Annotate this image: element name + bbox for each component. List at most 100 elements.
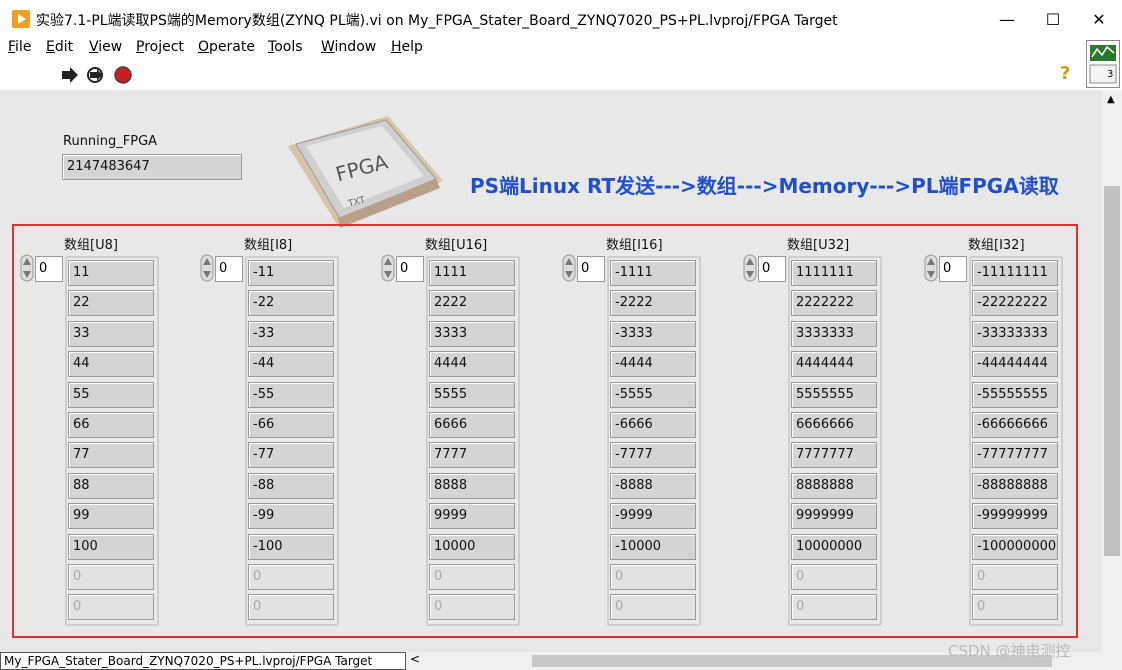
array-element: -22 xyxy=(248,290,334,317)
array-element: 66 xyxy=(68,412,154,438)
abort-stop-icon[interactable] xyxy=(113,65,133,85)
array-index-input[interactable]: 0 xyxy=(939,256,967,282)
vi-icon-label: 3 xyxy=(1107,69,1114,80)
menu-view[interactable]: View xyxy=(89,39,123,55)
context-help-icon[interactable]: ? xyxy=(1060,63,1071,84)
array-element: 10000000 xyxy=(791,533,877,560)
index-spinner-icon[interactable] xyxy=(20,254,34,282)
array-element: 0 xyxy=(68,594,154,621)
index-spinner-icon[interactable] xyxy=(562,254,576,282)
array-element: -55 xyxy=(248,381,334,408)
array-index-input[interactable]: 0 xyxy=(396,256,424,282)
menu-operate[interactable]: Operate xyxy=(198,39,255,55)
array-label: 数组[I32] xyxy=(968,238,1025,253)
array-label: 数组[I8] xyxy=(244,238,293,253)
array-index-input[interactable]: 0 xyxy=(35,256,63,282)
array-element: 9999 xyxy=(429,503,515,530)
array-element: 99 xyxy=(68,503,154,530)
menu-bar: File Edit View Project Operate Tools Win… xyxy=(0,38,1122,60)
array-element: -66 xyxy=(248,412,334,438)
scroll-up-icon[interactable]: ▲ xyxy=(1107,94,1115,105)
array-index-input[interactable]: 0 xyxy=(577,256,605,282)
menu-edit[interactable]: Edit xyxy=(46,39,74,55)
array-element: -33 xyxy=(248,320,334,347)
array-element: 3333 xyxy=(429,320,515,347)
array-element: 0 xyxy=(791,594,877,621)
array-element: 4444 xyxy=(429,351,515,378)
menu-window[interactable]: Window xyxy=(321,39,377,55)
array-element: -77777777 xyxy=(972,442,1058,469)
array-index-input[interactable]: 0 xyxy=(215,256,243,282)
array-label: 数组[U8] xyxy=(64,238,118,253)
run-continuously-icon[interactable] xyxy=(85,65,105,85)
array-element: -99 xyxy=(248,503,334,530)
array-element: 8888888 xyxy=(791,472,877,499)
array-element: -3333 xyxy=(610,320,696,347)
array-element: 0 xyxy=(972,594,1058,621)
minimize-button[interactable]: — xyxy=(999,9,1015,29)
array-element: 0 xyxy=(610,594,696,621)
array-element: -2222 xyxy=(610,290,696,317)
menu-help[interactable]: Help xyxy=(391,39,423,55)
scroll-left-icon[interactable]: < xyxy=(410,652,421,666)
array-index-input[interactable]: 0 xyxy=(758,256,786,282)
array-element: 2222222 xyxy=(791,290,877,317)
array-element: 4444444 xyxy=(791,351,877,378)
array-element: -66666666 xyxy=(972,412,1058,438)
array-element: 5555 xyxy=(429,381,515,408)
running-fpga-indicator: 2147483647 xyxy=(62,154,242,180)
fpga-chip-image: FPGA TXT xyxy=(288,116,443,228)
array-element: -8888 xyxy=(610,472,696,499)
array-element: 0 xyxy=(972,564,1058,590)
running-fpga-label: Running_FPGA xyxy=(63,134,158,149)
array-element: 0 xyxy=(429,594,515,621)
array-element: 0 xyxy=(248,594,334,621)
array-element: 100 xyxy=(68,533,154,560)
array-element: -44 xyxy=(248,351,334,378)
index-spinner-icon[interactable] xyxy=(200,254,214,282)
array-element: 33 xyxy=(68,320,154,347)
array-element: -77 xyxy=(248,442,334,469)
array-element: -5555 xyxy=(610,381,696,408)
maximize-button[interactable]: ☐ xyxy=(1045,9,1061,29)
arrays-highlight-box xyxy=(12,224,1078,638)
window-title: 实验7.1-PL端读取PS端的Memory数组(ZYNQ PL端).vi on … xyxy=(36,13,838,29)
status-bar-path: My_FPGA_Stater_Board_ZYNQ7020_PS+PL.lvpr… xyxy=(0,652,406,670)
array-element: 10000 xyxy=(429,533,515,560)
array-element: -100000000 xyxy=(972,533,1058,560)
menu-tools[interactable]: Tools xyxy=(268,39,303,55)
array-element: 9999999 xyxy=(791,503,877,530)
array-element: -33333333 xyxy=(972,320,1058,347)
menu-project[interactable]: Project xyxy=(136,39,184,55)
index-spinner-icon[interactable] xyxy=(743,254,757,282)
array-element: 0 xyxy=(791,564,877,590)
array-label: 数组[I16] xyxy=(606,238,663,253)
array-element: 88 xyxy=(68,472,154,499)
array-element: 1111 xyxy=(429,260,515,286)
run-arrow-icon[interactable] xyxy=(60,66,80,84)
vi-connector-icon[interactable]: 3 xyxy=(1086,40,1120,88)
array-element: -55555555 xyxy=(972,381,1058,408)
menu-file[interactable]: File xyxy=(8,39,32,55)
array-element: 0 xyxy=(248,564,334,590)
array-element: 1111111 xyxy=(791,260,877,286)
close-button[interactable]: ✕ xyxy=(1092,9,1106,29)
array-element: -88 xyxy=(248,472,334,499)
toolbar: ? xyxy=(0,60,1084,91)
array-element: -100 xyxy=(248,533,334,560)
index-spinner-icon[interactable] xyxy=(924,254,938,282)
labview-vi-icon xyxy=(12,10,30,28)
horizontal-scroll-thumb[interactable] xyxy=(532,655,1052,667)
array-element: 0 xyxy=(610,564,696,590)
array-element: -99999999 xyxy=(972,503,1058,530)
array-element: 7777777 xyxy=(791,442,877,469)
vertical-scroll-thumb[interactable] xyxy=(1104,186,1120,556)
array-element: -9999 xyxy=(610,503,696,530)
array-element: 6666 xyxy=(429,412,515,438)
array-element: -11111111 xyxy=(972,260,1058,286)
index-spinner-icon[interactable] xyxy=(381,254,395,282)
array-element: 55 xyxy=(68,381,154,408)
watermark: CSDN @神电测控 xyxy=(948,642,1071,660)
array-element: -7777 xyxy=(610,442,696,469)
title-bar: 实验7.1-PL端读取PS端的Memory数组(ZYNQ PL端).vi on … xyxy=(0,0,1122,38)
